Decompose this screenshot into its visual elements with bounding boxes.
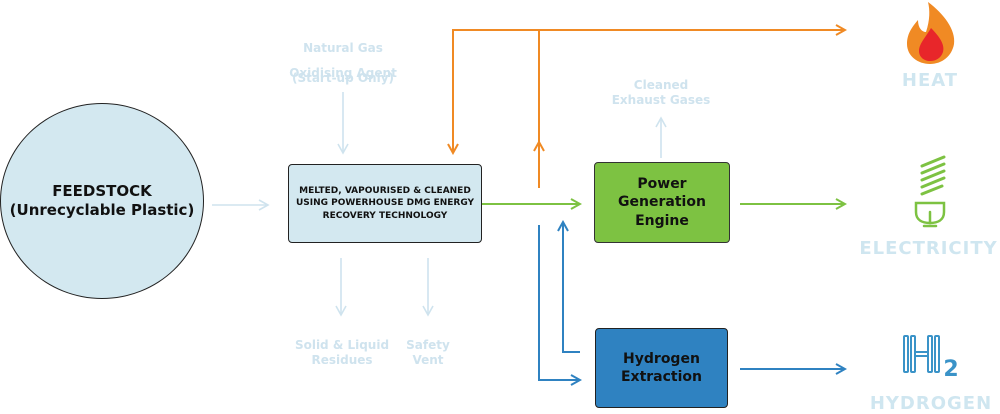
feedstock-subtitle: (Unrecyclable Plastic) xyxy=(9,201,195,219)
power-generation-engine-box: Power Generation Engine xyxy=(594,162,730,243)
residues-label: Solid & Liquid Residues xyxy=(294,338,390,367)
heat-recirculation-line xyxy=(453,29,539,153)
hydrogen-label: HYDROGEN xyxy=(869,393,993,414)
hydrogen-extraction-box: Hydrogen Extraction xyxy=(595,328,728,408)
h2-subscript: 2 xyxy=(943,357,959,382)
heat-label: HEAT xyxy=(901,70,959,91)
hydrogen-to-engine-line xyxy=(563,222,580,353)
flame-icon xyxy=(907,2,955,64)
natural-gas-line1: Natural Gas xyxy=(303,41,383,55)
natural-gas-label: Natural Gas (Start-up Only) xyxy=(278,26,408,101)
h2-molecule-icon xyxy=(903,335,940,373)
exhaust-gases-label: Cleaned Exhaust Gases xyxy=(611,78,711,107)
light-bulb-icon xyxy=(914,155,946,228)
process-box: MELTED, VAPOURISED & CLEANED USING POWER… xyxy=(288,164,482,243)
oxidising-agent-label: Oxidising Agent xyxy=(289,66,397,80)
gas-to-hydrogen-line xyxy=(538,225,580,380)
safety-vent-label: Safety Vent xyxy=(406,338,450,367)
electricity-label: ELECTRICITY xyxy=(859,238,998,259)
natural-gas-line2: (Start-up Only) xyxy=(291,71,395,85)
feedstock-title: FEEDSTOCK xyxy=(52,181,152,200)
feedstock-circle: FEEDSTOCK (Unrecyclable Plastic) xyxy=(0,103,204,299)
